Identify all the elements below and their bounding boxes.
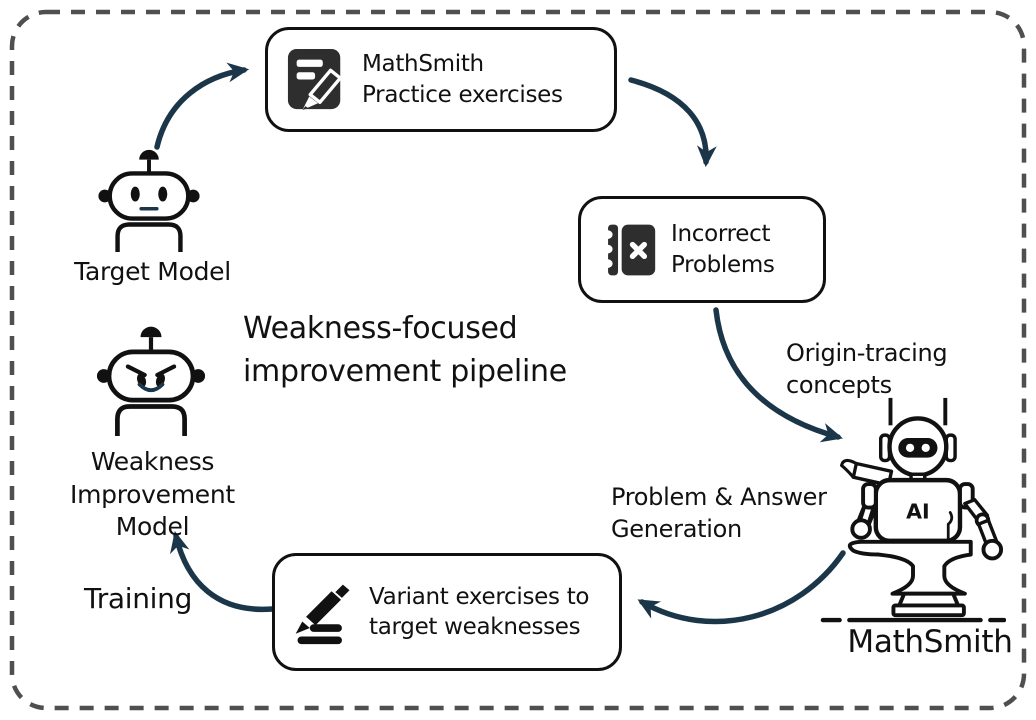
mathsmith-label: MathSmith [847,624,1013,660]
arrow-mathsmith-to-variant [637,550,846,625]
arrow-target-to-practice [154,62,250,150]
target-model-label: Target Model [74,257,231,286]
weakness-model-label: Weakness Improvement Model [70,447,235,541]
node-incorrect-problems: Incorrect Problems [578,196,826,303]
node-practice-exercises: MathSmith Practice exercises [265,27,617,132]
pencil-writing-icon [295,584,350,645]
node-variant-exercises: Variant exercises to target weaknesses [272,553,622,671]
origin-tracing-label: Origin-tracing concepts [786,339,948,400]
dashed-border [9,9,1027,711]
diagram-title: Weakness-focused improvement pipeline [243,311,567,389]
mathsmith-chest-label: AI [906,499,930,523]
notebook-x-icon [601,224,656,275]
variant-box-label: Variant exercises to target weaknesses [369,583,590,640]
arrow-practice-to-incorrect [628,77,717,168]
target-model-robot-icon [98,149,200,252]
problem-answer-generation-label: Problem & Answer Generation [611,483,827,544]
arrow-variant-to-weakness-model [170,530,275,613]
document-pencil-icon [287,48,342,110]
weakness-model-robot-icon [96,326,206,436]
arrow-incorrect-to-mathsmith [713,307,843,443]
practice-box-label: MathSmith Practice exercises [362,51,563,108]
mathsmith-robot-icon: AI [820,397,1006,623]
incorrect-box-label: Incorrect Problems [671,221,775,278]
training-label: Training [84,582,193,615]
